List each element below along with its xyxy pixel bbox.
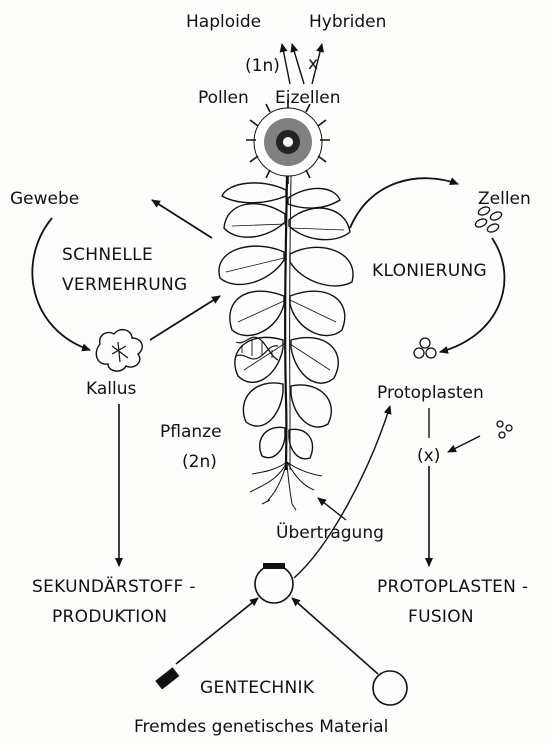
klonierung-label: KLONIERUNG xyxy=(372,261,487,281)
kallus-icon xyxy=(96,330,142,371)
eizellen-label: Eizellen xyxy=(275,88,341,108)
uebertragung-to-protoplasten-arrow xyxy=(294,406,390,578)
sunflower-plant-illustration xyxy=(219,100,353,510)
uebertragung-label: Übertragung xyxy=(276,521,384,543)
material-to-plasmid-arrow xyxy=(292,598,378,674)
foreign-protoplasts-icon xyxy=(497,421,512,438)
two-n-label: (2n) xyxy=(182,452,217,472)
zellen-label: Zellen xyxy=(478,189,531,209)
one-n-label: (1n) xyxy=(245,56,280,76)
fremdes-material-label: Fremdes genetisches Material xyxy=(134,717,388,737)
zellen-to-protoplasten-arc xyxy=(440,238,504,352)
hybriden-label: Hybriden xyxy=(309,12,386,32)
sunflower-head xyxy=(246,100,330,184)
gene-to-plasmid-arrow xyxy=(176,598,258,664)
haploide-label: Haploide xyxy=(186,12,261,32)
pollen-label: Pollen xyxy=(198,88,249,108)
plasmid-vector-icon xyxy=(255,563,293,603)
vermehrung-label: VERMEHRUNG xyxy=(62,275,188,295)
protoplasten-fusion-label: PROTOPLASTEN - xyxy=(377,577,528,597)
foreign-protoplast-arrow xyxy=(448,436,480,452)
plant-to-zellen-arc xyxy=(350,178,458,228)
uebertragung-to-plant-arrow xyxy=(318,498,346,520)
protoplasten-icon xyxy=(414,338,436,358)
pflanze-label: Pflanze xyxy=(160,422,222,442)
gewebe-label: Gewebe xyxy=(10,189,79,209)
dna-helix-icon xyxy=(236,337,278,360)
sekundaerstoff-label: SEKUNDÄRSTOFF - xyxy=(32,576,196,597)
eizellen-to-haploide-arrow xyxy=(292,44,304,84)
cross-paren-label: (x) xyxy=(417,446,440,466)
plant-to-gewebe-arrow xyxy=(152,200,212,238)
gentechnik-label: GENTECHNIK xyxy=(200,678,315,698)
zellen-icon xyxy=(474,205,503,233)
kallus-to-plant-arrow xyxy=(150,296,220,340)
material-circle-icon xyxy=(373,671,407,705)
produktion-label: PRODUKTION xyxy=(52,607,167,627)
pollen-to-haploide-arrow xyxy=(282,44,290,84)
schnelle-label: SCHNELLE xyxy=(62,245,153,265)
kallus-label: Kallus xyxy=(86,379,136,399)
fusion-label: FUSION xyxy=(408,607,474,627)
protoplasten-label: Protoplasten xyxy=(377,383,484,403)
foreign-gene-fragment-icon xyxy=(155,667,179,689)
cross-symbol-label: x xyxy=(308,54,318,74)
